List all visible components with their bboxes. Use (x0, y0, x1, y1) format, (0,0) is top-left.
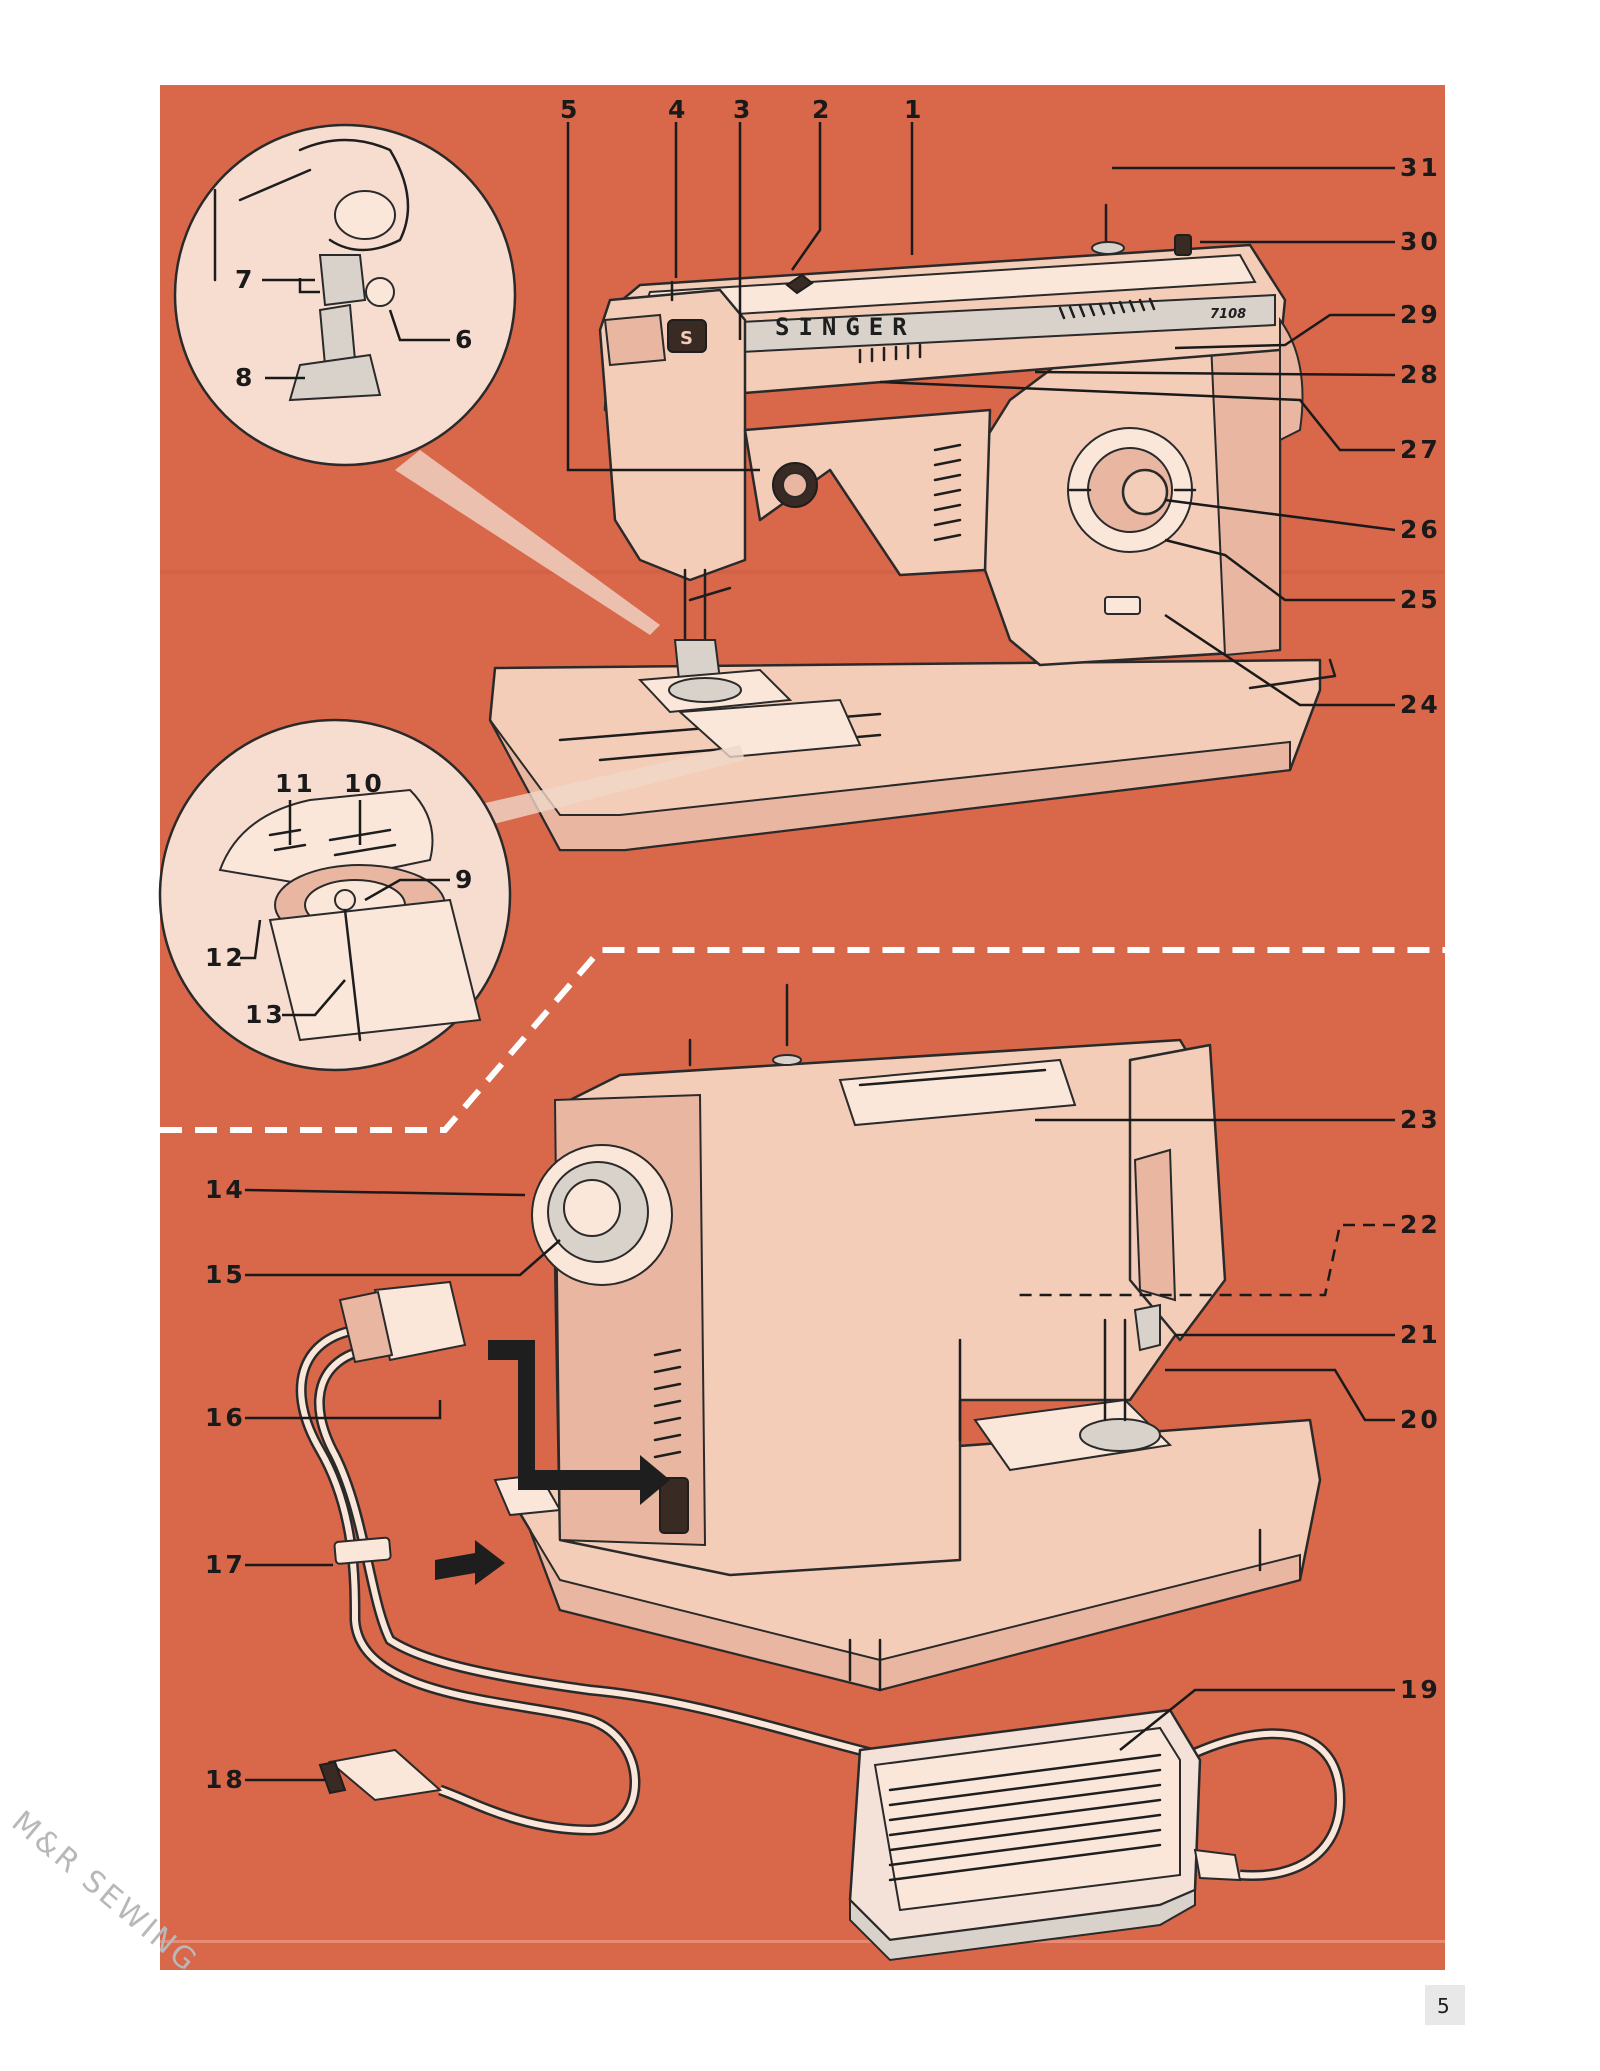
page-number: 5 (1437, 1994, 1450, 2018)
callout-18: 18 (205, 1765, 246, 1794)
callout-27: 27 (1400, 435, 1441, 464)
dashed-divider (160, 947, 1445, 1133)
callout-2: 2 (812, 95, 832, 124)
model-number: 7108 (1210, 307, 1246, 322)
callout-5: 5 (560, 95, 580, 124)
callout-20: 20 (1400, 1405, 1441, 1434)
callout-1: 1 (904, 95, 924, 124)
callout-11: 11 (275, 769, 316, 798)
svg-text:S: S (680, 328, 693, 349)
callout-12: 12 (205, 943, 246, 972)
callout-25: 25 (1400, 585, 1441, 614)
callout-10: 10 (344, 769, 385, 798)
brand-singer: SINGER (775, 313, 916, 341)
callout-17: 17 (205, 1550, 246, 1579)
callout-numbers: 1 2 3 4 5 6 7 8 9 10 11 12 13 14 15 16 1… (205, 95, 1441, 1794)
callout-9: 9 (455, 865, 475, 894)
callout-3: 3 (733, 95, 753, 124)
callout-29: 29 (1400, 300, 1441, 329)
callout-13: 13 (245, 1000, 286, 1029)
leader-lines (240, 122, 1396, 1782)
callout-6: 6 (455, 325, 475, 354)
callout-23: 23 (1400, 1105, 1441, 1134)
callout-30: 30 (1400, 227, 1441, 256)
callout-26: 26 (1400, 515, 1441, 544)
inset-presser-foot (173, 123, 660, 635)
machine-rear-view (435, 983, 1322, 1692)
callout-16: 16 (205, 1403, 246, 1432)
callout-24: 24 (1400, 690, 1441, 719)
callout-7: 7 (235, 265, 255, 294)
callout-8: 8 (235, 363, 255, 392)
power-cord-and-pedal (295, 1280, 1346, 1962)
machine-front-view: SINGER 7108 S (488, 203, 1337, 852)
callout-22: 22 (1400, 1210, 1441, 1239)
callout-15: 15 (205, 1260, 246, 1289)
callout-4: 4 (668, 95, 688, 124)
callout-28: 28 (1400, 360, 1441, 389)
callout-19: 19 (1400, 1675, 1441, 1704)
callout-31: 31 (1400, 153, 1441, 182)
callout-21: 21 (1400, 1320, 1441, 1349)
callout-14: 14 (205, 1175, 246, 1204)
